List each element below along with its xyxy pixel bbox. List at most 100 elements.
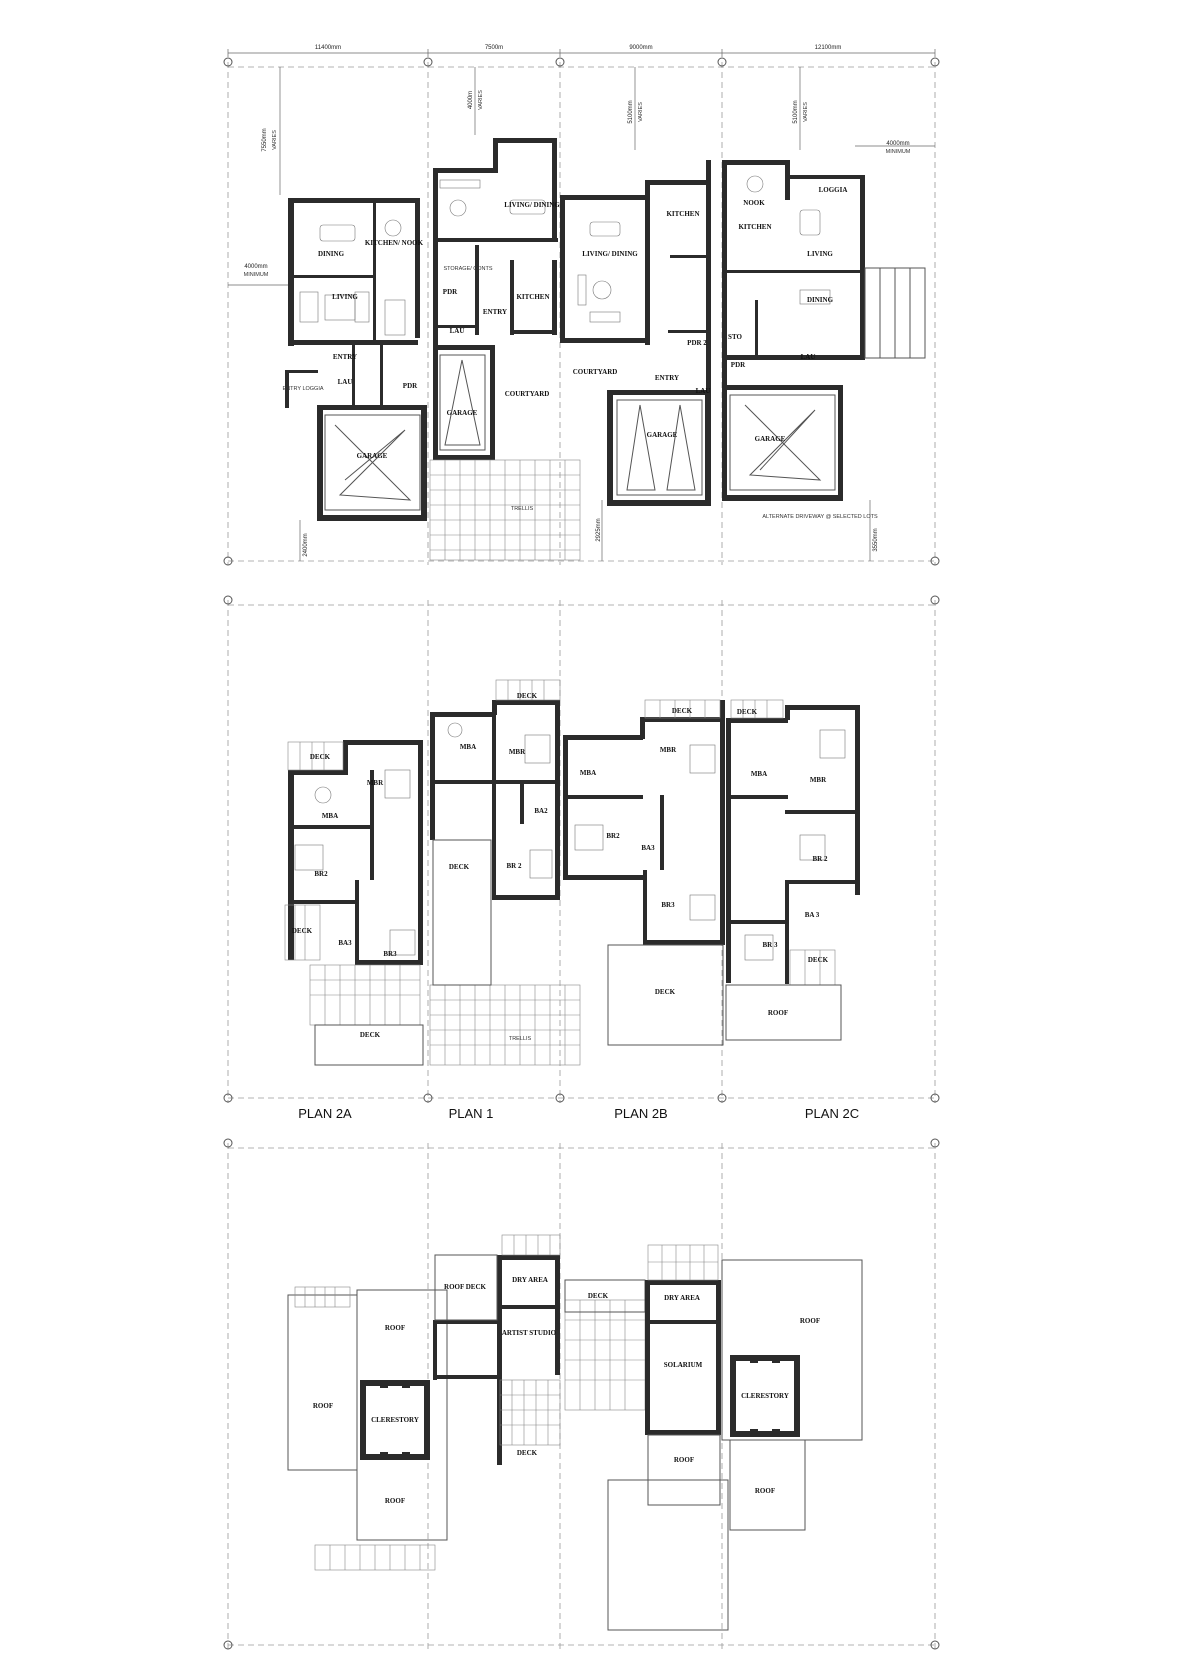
room-garage-2a: GARAGE <box>357 452 388 460</box>
room-deck-2c-upper: DECK <box>737 708 758 716</box>
room-dry-area-1: DRY AREA <box>512 1276 548 1284</box>
room-deck2-2a: DECK <box>292 927 313 935</box>
label-alternate-driveway: ALTERNATE DRIVEWAY @ SELECTED LOTS <box>762 514 878 520</box>
room-kitchen-1: KITCHEN <box>516 293 549 301</box>
room-deck2-2b-upper: DECK <box>655 988 676 996</box>
room-roof-2c-upper: ROOF <box>768 1009 788 1017</box>
room-roof-2c-top: ROOF <box>800 1317 820 1325</box>
room-garage-2b: GARAGE <box>647 431 678 439</box>
room-pdr2-2b: PDR 2 <box>687 339 707 347</box>
room-mba-1: MBA <box>460 743 476 751</box>
room-br3-2a: BR3 <box>383 950 397 958</box>
room-ba3-2c: BA 3 <box>805 911 820 919</box>
label-trellis-upper: TRELLIS <box>509 1036 532 1042</box>
room-lau-2a: LAU <box>338 378 353 386</box>
dim-1-setback-note: VARIES <box>478 90 484 110</box>
dim-left-min: 4000mm <box>244 264 267 270</box>
room-deck-1-roof: DECK <box>517 1449 538 1457</box>
room-mba-2c: MBA <box>751 770 767 778</box>
room-ba2-1: BA2 <box>534 807 548 815</box>
dim-1-setback: 4000m <box>468 91 474 109</box>
room-pdr-1: PDR <box>443 288 458 296</box>
room-entry-loggia-2a: ENTRY LOGGIA <box>282 386 323 392</box>
room-courtyard-2b: COURTYARD <box>573 368 618 376</box>
room-br3-2c: BR 3 <box>763 941 778 949</box>
room-kitchen-nook-2a: KITCHEN/ NOOK <box>365 239 424 247</box>
room-roof-2a-top: ROOF <box>385 1324 405 1332</box>
room-pdr-2a: PDR <box>403 382 418 390</box>
plan-2b-ground-walls <box>560 160 711 506</box>
room-living-2a: LIVING <box>332 293 358 301</box>
room-clerestory-2a: CLERESTORY <box>371 1416 419 1424</box>
room-roof-2a-left: ROOF <box>313 1402 333 1410</box>
room-br2-2b: BR2 <box>606 832 620 840</box>
room-kitchen-2b: KITCHEN <box>666 210 699 218</box>
room-courtyard-1: COURTYARD <box>505 390 550 398</box>
roof-plan: ROOF ROOF CLERESTORY ROOF ROOF DECK DRY … <box>287 1234 863 1631</box>
room-entry-2b: ENTRY <box>655 374 679 382</box>
room-mba-2b: MBA <box>580 769 596 777</box>
room-ba3-2a: BA3 <box>338 939 352 947</box>
dim-2a-setback-note: VARIES <box>272 130 278 150</box>
dimension-lines <box>227 49 936 561</box>
plan-1-roof-walls <box>433 1255 560 1465</box>
room-clerestory-2c: CLERESTORY <box>741 1392 789 1400</box>
plan-1-ground-walls <box>433 138 558 460</box>
room-sto-2c: STO <box>728 333 742 341</box>
plan-title-2b: PLAN 2B <box>614 1106 667 1121</box>
room-roof-2a-bottom: ROOF <box>385 1497 405 1505</box>
room-mbr-2a: MBR <box>367 779 384 787</box>
room-mbr-2c: MBR <box>810 776 827 784</box>
plan-title-2c: PLAN 2C <box>805 1106 859 1121</box>
room-mbr-2b: MBR <box>660 746 677 754</box>
room-garage-1: GARAGE <box>447 409 478 417</box>
dim-2c-setback: 5100mm <box>793 100 799 123</box>
room-dining-2a: DINING <box>318 250 345 258</box>
room-roof-2b: ROOF <box>674 1456 694 1464</box>
plan-2c-ground-walls <box>722 160 865 501</box>
dim-right-min: 4000mm <box>886 141 909 147</box>
upper-floor-plan: DECK MBR MBA BR2 DECK BA3 BR3 DECK <box>284 679 860 1066</box>
room-deck-2b-roof: DECK <box>588 1292 609 1300</box>
plan-2c-upper-walls <box>726 705 860 984</box>
label-trellis-ground: TRELLIS <box>511 506 534 512</box>
dim-1-width: 7500m <box>485 45 503 51</box>
dim-right-min-note: MINIMUM <box>886 149 911 155</box>
room-nook-2c: NOOK <box>743 199 765 207</box>
room-pdr-2c: PDR <box>731 361 746 369</box>
clerestory-2c-walls <box>730 1355 800 1437</box>
room-entry-2a: ENTRY <box>333 353 357 361</box>
plan-titles: PLAN 2A PLAN 1 PLAN 2B PLAN 2C <box>298 1106 859 1121</box>
dim-2a-width: 11400mm <box>315 45 341 51</box>
room-br2-2a: BR2 <box>314 870 328 878</box>
room-mba-2a: MBA <box>322 812 338 820</box>
room-deck-2a-upper: DECK <box>310 753 331 761</box>
room-br2-2c: BR 2 <box>813 855 828 863</box>
dim-2b-setback: 5100mm <box>628 100 634 123</box>
room-living-dining-2b: LIVING/ DINING <box>582 250 638 258</box>
room-lau-2c: LAU <box>801 353 816 361</box>
room-br3-2b: BR3 <box>661 901 675 909</box>
plan-title-1: PLAN 1 <box>449 1106 494 1121</box>
trellis-ground <box>429 459 581 561</box>
dim-2b-width: 9000mm <box>629 45 652 51</box>
plan-2a-upper-walls <box>288 740 423 965</box>
dim-2c-width: 12100mm <box>815 45 842 51</box>
room-solarium-2b: SOLARIUM <box>664 1361 703 1369</box>
dim-2c-setback-note: VARIES <box>803 102 809 122</box>
dim-2c-bottom: 3550mm <box>873 528 879 551</box>
ground-floor-plan: DINING KITCHEN/ NOOK LIVING ENTRY ENTRY … <box>282 138 926 561</box>
plan-2a-ground-walls <box>285 198 427 521</box>
plan-title-2a: PLAN 2A <box>298 1106 352 1121</box>
room-lau-1: LAU <box>450 327 465 335</box>
room-roof-deck-1: ROOF DECK <box>444 1283 486 1291</box>
room-mbr-1: MBR <box>509 748 526 756</box>
dim-2a-bottom: 2400mm <box>303 533 309 556</box>
room-deck2-1-upper: DECK <box>449 863 470 871</box>
room-deck2-2c-upper: DECK <box>808 956 829 964</box>
room-roof-2c-bottom: ROOF <box>755 1487 775 1495</box>
room-dry-area-2b: DRY AREA <box>664 1294 700 1302</box>
dim-left-min-note: MINIMUM <box>244 272 269 278</box>
room-dining-2c: DINING <box>807 296 834 304</box>
